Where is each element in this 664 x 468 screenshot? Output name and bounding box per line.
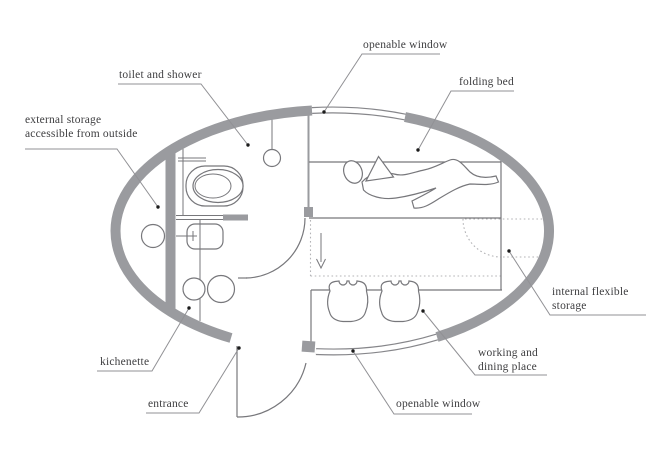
chair (379, 280, 421, 323)
chair (327, 280, 369, 323)
bed-fold-arrow (316, 233, 326, 270)
label-line: dining place (478, 360, 537, 373)
bathroom-partition-wall (176, 148, 248, 221)
bathroom-door-swing-arc (238, 217, 306, 279)
label-openable-window-bottom: openable window (396, 398, 481, 410)
bathroom-sink (176, 223, 224, 250)
folding-bed-outline (309, 160, 502, 290)
label-working-and-dining-place: working and dining place (478, 347, 538, 374)
external-storage-porthole (140, 223, 166, 249)
label-kitchenette: kichenette (100, 356, 150, 368)
label-internal-flexible-storage: internal flexible storage (552, 286, 629, 313)
label-line: storage (552, 299, 587, 312)
kitchenette-burners (182, 274, 236, 304)
entrance-door-swing-arc (236, 362, 307, 418)
label-entrance: entrance (148, 398, 189, 410)
bedroom-divider-wall (304, 112, 313, 217)
label-openable-window-top: openable window (363, 39, 448, 51)
shower-head (262, 118, 282, 168)
leader-lines (25, 53, 646, 415)
label-toilet-and-shower: toilet and shower (119, 69, 202, 81)
toilet (185, 165, 244, 207)
top-openable-window (311, 106, 406, 121)
label-folding-bed: folding bed (459, 76, 514, 88)
label-line: accessible from outside (25, 127, 138, 140)
label-line: internal flexible (552, 286, 629, 298)
bottom-openable-window (315, 333, 439, 356)
entrance-door (236, 346, 307, 418)
bed-fold-dashed-zone (309, 218, 543, 277)
sleeping-figure (343, 155, 500, 209)
label-line: working and (478, 347, 539, 359)
label-line: external storage (25, 114, 102, 126)
storage-swing-dotted-arc (462, 218, 502, 258)
label-external-storage: external storage accessible from outside (25, 114, 138, 141)
